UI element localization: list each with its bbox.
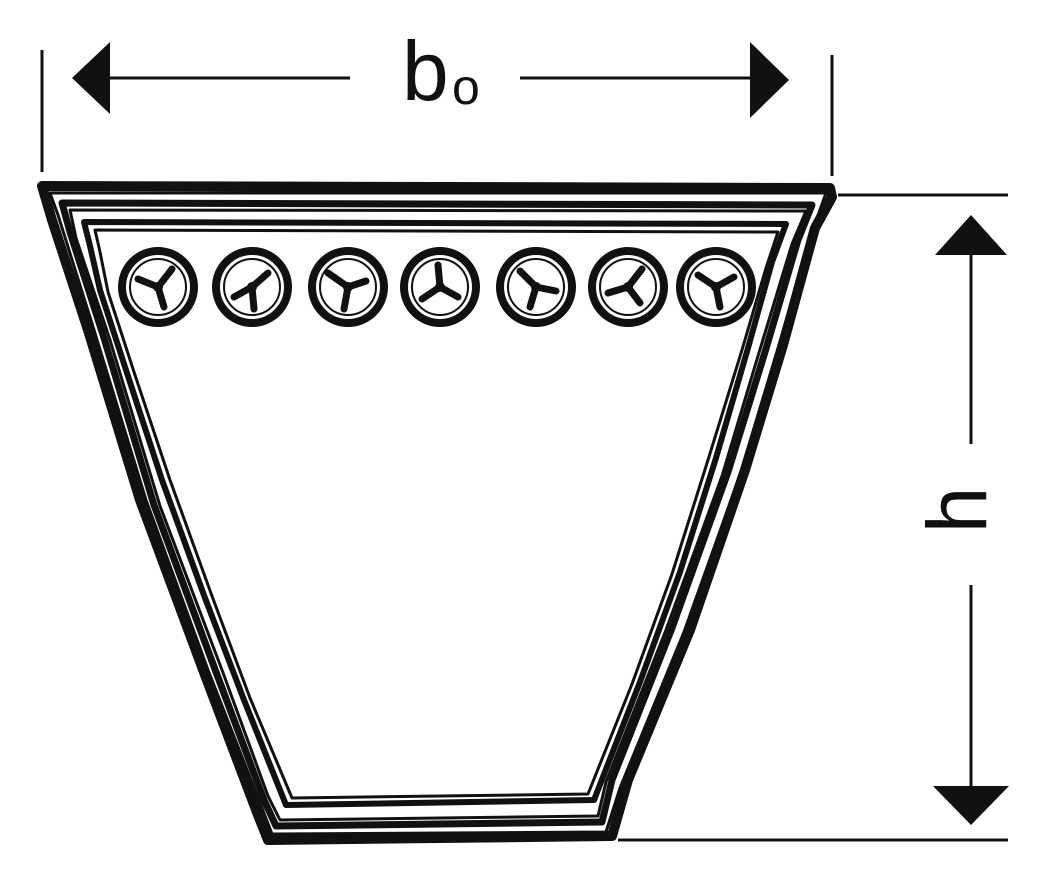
cord-core [711, 282, 721, 292]
height-symbol: h [910, 487, 1004, 534]
arrowhead-left [72, 42, 110, 114]
cord-icon [676, 247, 756, 327]
cord-inner-ring [319, 258, 377, 316]
height-dimension: h [618, 193, 1009, 842]
cord-icon [308, 247, 388, 327]
belt-outline-rough-1 [48, 191, 828, 836]
belt-inner-rough [93, 228, 780, 800]
cord-core [623, 282, 633, 292]
arrowhead-right [750, 42, 789, 118]
cord-icon [118, 247, 198, 327]
belt-cross-section [37, 181, 837, 845]
arrowhead-up [935, 215, 1007, 255]
cord-inner-ring [599, 258, 657, 316]
cord-core [343, 282, 353, 292]
cord-icon [400, 247, 480, 327]
cord-core [247, 282, 257, 292]
belt-cover-layer-rough [68, 208, 808, 822]
cord-icon [496, 247, 576, 327]
top-width-subscript: o [452, 59, 480, 115]
cord-inner-ring [223, 258, 281, 316]
cord-core [435, 282, 445, 292]
top-width-dimension: b o [40, 24, 834, 176]
belt-inner-outline [81, 219, 789, 808]
cord-inner-ring [687, 258, 745, 316]
cord-inner-ring [129, 258, 187, 316]
top-width-symbol: b [402, 24, 449, 118]
cord-icon [212, 247, 292, 327]
belt-outer-outline [37, 181, 837, 845]
tension-cords [118, 247, 756, 327]
cord-core [531, 282, 541, 292]
cord-icon [588, 247, 668, 327]
arrowhead-down [933, 786, 1009, 825]
cord-inner-ring [507, 258, 565, 316]
belt-cover-layer [58, 199, 816, 830]
cord-core [153, 282, 163, 292]
cord-inner-ring [411, 258, 469, 316]
